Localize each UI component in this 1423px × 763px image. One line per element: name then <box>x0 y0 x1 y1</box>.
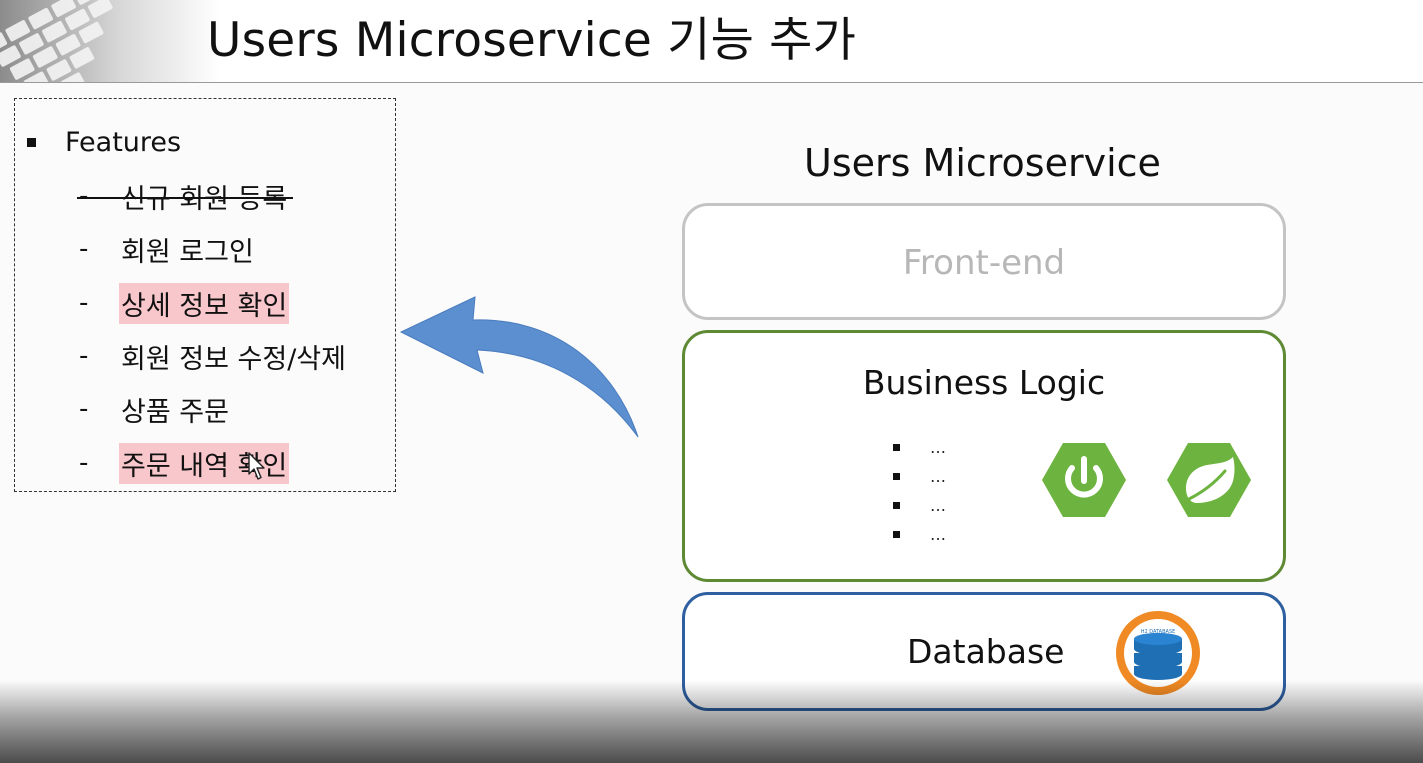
curved-arrow-icon <box>399 296 639 438</box>
feature-item-detail: - 상세 정보 확인 <box>79 282 290 324</box>
spring-leaf-icon <box>1167 443 1251 517</box>
square-bullet-icon <box>893 502 900 509</box>
feature-text-detail: 상세 정보 확인 <box>119 282 290 324</box>
ellipsis-text: … <box>930 467 946 486</box>
list-item: … <box>893 520 946 549</box>
square-bullet-icon <box>893 444 900 451</box>
ellipsis-text: … <box>930 496 946 515</box>
video-bottom-shade <box>0 680 1423 763</box>
mouse-cursor-icon <box>248 452 265 480</box>
front-end-label: Front-end <box>902 243 1066 283</box>
h2-database-icon: H2 DATABASE <box>1116 611 1200 695</box>
features-heading: Features <box>27 126 181 158</box>
features-box: Features - 신규 회원 등록 - 회원 로그인 - 상세 정보 확인 … <box>14 98 396 492</box>
square-bullet-icon <box>893 473 900 480</box>
feature-text-edit: 회원 정보 수정/삭제 <box>121 343 346 375</box>
dash-marker: - <box>79 181 89 211</box>
dash-marker: - <box>79 341 89 371</box>
front-end-layer: Front-end <box>682 203 1286 320</box>
list-item: … <box>893 462 946 491</box>
dash-marker: - <box>79 394 89 424</box>
list-item: … <box>893 433 946 462</box>
dash-marker: - <box>79 234 89 264</box>
spring-boot-icon <box>1042 443 1126 517</box>
square-bullet-icon <box>893 531 900 538</box>
database-label: Database <box>907 632 1065 671</box>
business-logic-label: Business Logic <box>862 363 1106 402</box>
h2-logo-text: H2 DATABASE <box>1141 629 1176 635</box>
feature-item-signup: - 신규 회원 등록 <box>76 176 294 217</box>
features-heading-label: Features <box>65 126 182 158</box>
feature-text-signup: 신규 회원 등록 <box>76 176 294 217</box>
ellipsis-text: … <box>930 438 946 457</box>
diagram-title: Users Microservice <box>804 141 1161 185</box>
feature-item-login: - 회원 로그인 <box>79 230 256 268</box>
list-item: … <box>893 491 946 520</box>
title-bar: Users Microservice 기능 추가 <box>0 0 1423 83</box>
feature-text-order: 상품 주문 <box>121 396 229 428</box>
slide-title: Users Microservice 기능 추가 <box>207 13 857 68</box>
business-logic-layer: Business Logic … … … … <box>682 330 1286 582</box>
keyboard-decoration-icon <box>0 0 220 82</box>
feature-item-order: - 상품 주문 <box>79 390 231 428</box>
business-items-list: … … … … <box>893 433 946 549</box>
ellipsis-text: … <box>930 525 946 544</box>
feature-item-edit: - 회원 정보 수정/삭제 <box>79 337 348 375</box>
dash-marker: - <box>79 288 89 318</box>
square-bullet-icon <box>27 137 36 147</box>
dash-marker: - <box>79 448 89 478</box>
feature-text-login: 회원 로그인 <box>121 236 254 268</box>
